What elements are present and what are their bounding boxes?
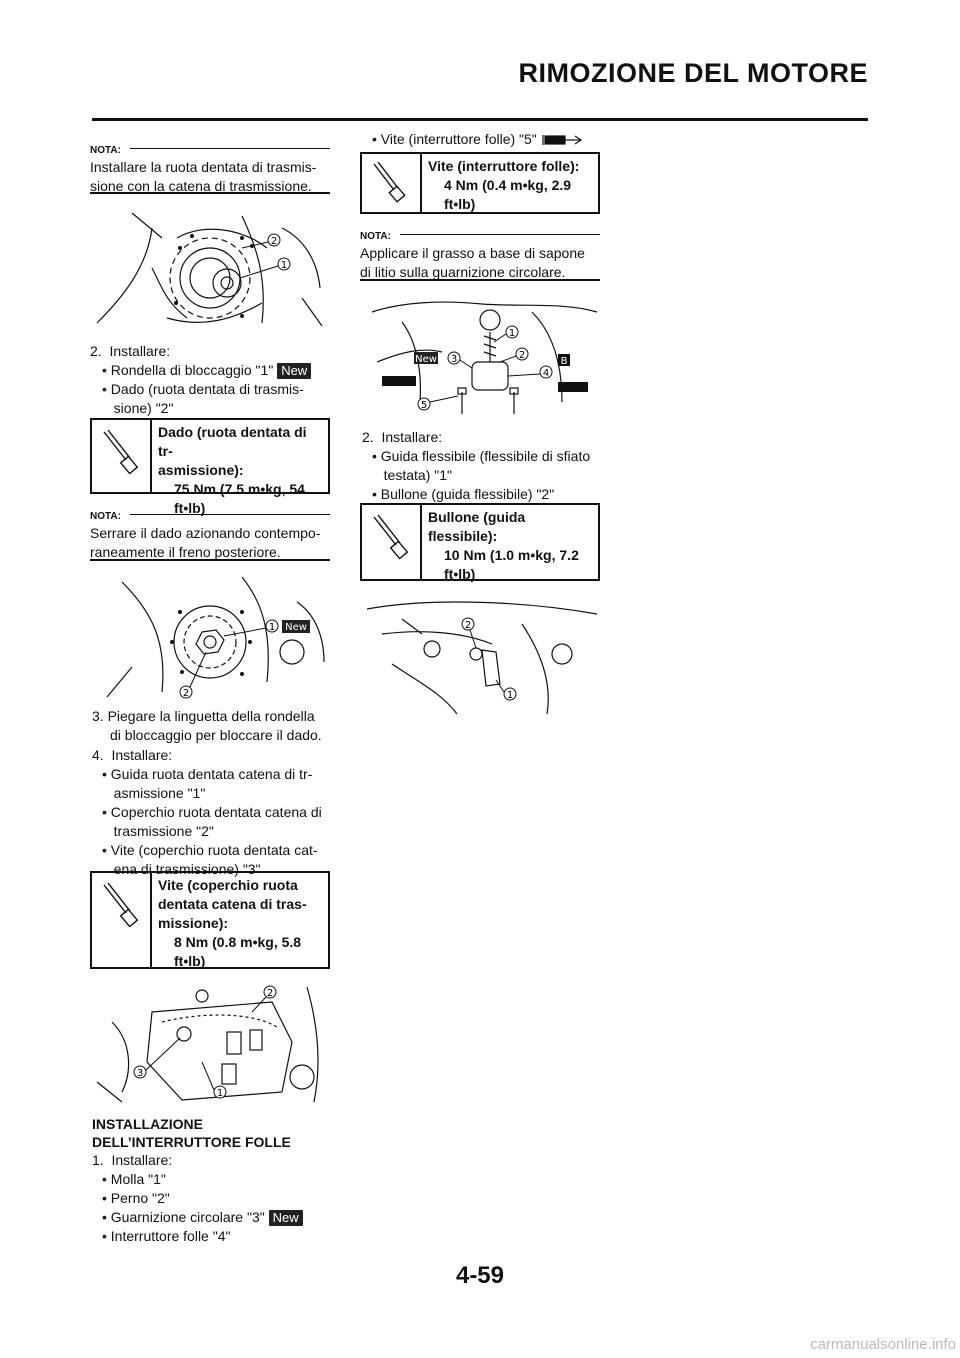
callout-2: 2 <box>465 620 471 631</box>
callout-1: 1 <box>509 328 515 339</box>
torque-spec-box-1: Dado (ruota dentata di tr- asmissione): … <box>90 418 330 516</box>
nota-label: NOTA: <box>360 231 395 242</box>
sprocket-cover-illustration: 2 3 1 <box>96 985 319 1103</box>
step-2-installare: 2. Installare: <box>90 343 171 359</box>
step4-item-1: • Guida ruota dentata catena di tr- asmi… <box>102 766 313 801</box>
callout-2: 2 <box>519 350 525 361</box>
breather-hose-guide-illustration: 2 1 <box>366 601 598 715</box>
torque-wrench-icon <box>362 505 422 579</box>
torque-wrench-icon <box>92 873 152 967</box>
callout-1: 1 <box>281 260 287 271</box>
step1-item-1: • Molla "1" <box>102 1171 166 1187</box>
sprocket-chain-illustration: 2 1 <box>96 212 323 327</box>
nota-text: Installare la ruota dentata di trasmis- … <box>90 158 330 196</box>
right-step2-item-2: • Bullone (guida flessibile) "2" <box>372 486 555 502</box>
new-badge: New <box>415 354 437 365</box>
section-title-interruttore-folle: INSTALLAZIONE DELL’INTERRUTTORE FOLLE <box>92 1116 291 1150</box>
callout-2: 2 <box>267 988 273 999</box>
callout-3: 3 <box>451 354 457 365</box>
torque-spec-box-4: Bullone (guida flessibile): 10 Nm (1.0 m… <box>360 503 600 582</box>
neutral-switch-illustration: New 3 1 2 4 5 B <box>371 301 598 414</box>
callout-5: 5 <box>421 400 427 411</box>
torque-spec-box-3: Vite (interruttore folle): 4 Nm (0.4 m•k… <box>360 152 600 214</box>
step1-item-3: • Guarnizione circolare "3" New <box>102 1208 334 1227</box>
new-badge: New <box>285 622 307 633</box>
callout-1: 1 <box>269 622 275 633</box>
step2-item-1: • Rondella di bloccaggio "1" New <box>102 361 332 380</box>
step1-item-4: • Interruttore folle "4" <box>102 1228 231 1244</box>
step2-item-2: • Dado (ruota dentata di trasmis- sione)… <box>102 381 304 416</box>
callout-2: 2 <box>271 236 277 247</box>
nota-rule <box>130 148 330 149</box>
header-rule <box>92 118 868 121</box>
callout-1: 1 <box>507 690 513 701</box>
torque-wrench-icon <box>362 154 422 212</box>
nota-rule <box>130 514 330 515</box>
torque-text: Bullone (guida flessibile): 10 Nm (1.0 m… <box>428 509 579 582</box>
right-bullet-vite-interruttore: • Vite (interruttore folle) "5" <box>372 130 612 149</box>
page-header-title: RIMOZIONE DEL MOTORE <box>518 58 868 88</box>
grease-b-icon: B <box>561 356 568 367</box>
nota-label: NOTA: <box>90 145 125 156</box>
nota-block-1: NOTA: Installare la ruota dentata di tra… <box>90 140 330 196</box>
step1-item-2: • Perno "2" <box>102 1190 170 1206</box>
new-badge: New <box>277 363 312 380</box>
callout-4: 4 <box>543 368 549 379</box>
thread-lock-icon <box>542 135 582 146</box>
nota-line-1: Installare la ruota dentata di trasmis- <box>90 159 317 175</box>
nota-bottom-rule <box>90 559 330 561</box>
step4-item-2: • Coperchio ruota dentata catena di tras… <box>102 804 322 839</box>
nota-label: NOTA: <box>90 511 125 522</box>
nota-bottom-rule <box>360 279 600 281</box>
footer-watermark: carmanualsonline.info <box>810 1336 956 1353</box>
torque-wrench-icon <box>92 420 152 492</box>
sprocket-nut-illustration: 1 New 2 <box>106 576 325 699</box>
nota-block-2: NOTA: Serrare il dado azionando contempo… <box>90 506 330 562</box>
step-4-installare: 4. Installare: <box>92 747 173 763</box>
torque-text: Vite (interruttore folle): 4 Nm (0.4 m•k… <box>428 158 580 212</box>
right-step2-item-1: • Guida flessibile (flessibile di sfiato… <box>372 448 591 483</box>
step-3: 3. Piegare la linguetta della rondella d… <box>92 708 322 743</box>
nota-line-2: sione con la catena di trasmissione. <box>90 178 312 194</box>
nota-text: Applicare il grasso a base di sapone di … <box>360 245 585 280</box>
callout-1: 1 <box>217 1088 223 1099</box>
callout-2: 2 <box>183 688 189 699</box>
nota-rule <box>400 234 600 235</box>
right-step-2-installare: 2. Installare: <box>362 429 443 445</box>
callout-3: 3 <box>137 1068 143 1079</box>
torque-text: Vite (coperchio ruota dentata catena di … <box>158 877 307 969</box>
torque-spec-box-2: Vite (coperchio ruota dentata catena di … <box>90 871 330 969</box>
new-badge: New <box>268 1210 303 1227</box>
page-number: 4-59 <box>455 1262 505 1289</box>
step-1-installare: 1. Installare: <box>92 1152 173 1168</box>
nota-bottom-rule <box>90 192 330 194</box>
nota-text: Serrare il dado azionando contempo- rane… <box>90 525 321 560</box>
nota-block-3: NOTA: Applicare il grasso a base di sapo… <box>360 226 600 282</box>
torque-text: Dado (ruota dentata di tr- asmissione): … <box>158 424 307 516</box>
